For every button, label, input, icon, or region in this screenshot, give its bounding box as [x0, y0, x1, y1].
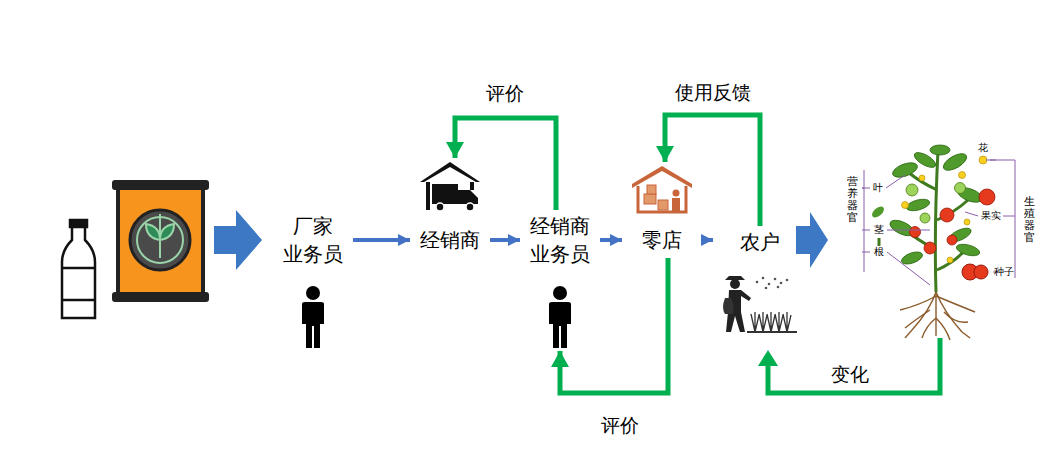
leader-lines — [862, 160, 1015, 285]
flow-arrow — [353, 238, 410, 242]
feedback-arrow — [455, 118, 556, 210]
node-label: 经销商 业务员 — [528, 212, 592, 268]
flow-arrow — [490, 238, 520, 242]
feedback-arrow — [665, 115, 760, 226]
node-icon — [630, 164, 694, 214]
node-label: 经销商 — [420, 226, 480, 254]
part-label: 果实 — [981, 210, 1001, 222]
big-flow-arrow — [214, 210, 262, 270]
edge-label: 评价 — [483, 82, 527, 105]
big-flow-arrow — [796, 212, 828, 268]
feedback-loop — [758, 338, 940, 393]
person-node: 厂家 业务员 — [281, 212, 345, 348]
node-label: 厂家 业务员 — [281, 212, 345, 268]
flow-arrow — [600, 238, 622, 242]
farmer-node: 农户 — [721, 228, 799, 336]
part-label: 根 — [874, 246, 884, 258]
organ-group-label: 生殖器官 — [1024, 196, 1035, 244]
part-label: 种子 — [994, 266, 1014, 278]
edge-label: 评价 — [598, 414, 642, 437]
part-label: 花 — [978, 142, 988, 154]
distributor-node: 经销商 — [418, 160, 482, 254]
node-icon — [545, 286, 575, 348]
person-node: 经销商 业务员 — [528, 212, 592, 348]
node-label: 零店 — [642, 226, 682, 254]
bottle-icon — [62, 220, 95, 318]
node-icon — [721, 270, 799, 336]
plant-illustration — [870, 145, 995, 340]
organ-group-label: 营养器官 — [847, 176, 858, 224]
part-label: 叶 — [873, 182, 883, 194]
loop-label: 变化 — [831, 363, 869, 386]
flow-arrow — [702, 238, 713, 242]
node-label: 农户 — [740, 228, 780, 256]
store-node: 零店 — [630, 164, 694, 254]
part-label: 茎 — [874, 224, 884, 236]
node-icon — [418, 160, 482, 214]
fertilizer-bag-icon — [112, 180, 209, 302]
feedback-arrow — [560, 258, 668, 393]
edge-label: 使用反馈 — [672, 81, 754, 104]
node-icon — [298, 286, 328, 348]
